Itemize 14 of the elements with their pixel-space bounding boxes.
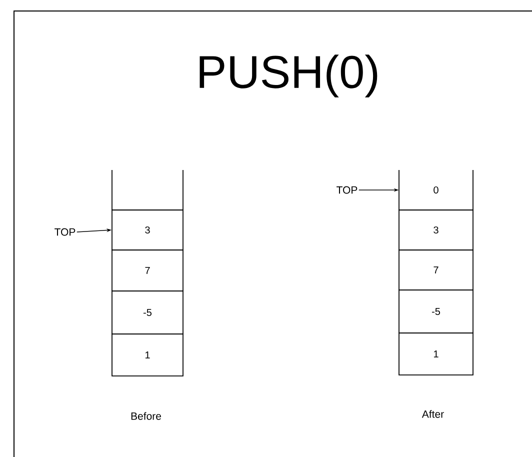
stack-cell: 7 xyxy=(398,250,474,290)
stack-caption: After xyxy=(422,410,444,418)
stack-cell: 0 xyxy=(398,170,474,210)
pointer-label: TOP xyxy=(54,228,76,236)
title: PUSH(0) xyxy=(200,54,378,98)
stack-caption: Before xyxy=(131,412,161,420)
stack-cell: 3 xyxy=(398,210,474,250)
stack-cell: 7 xyxy=(112,250,184,292)
stack-cell: 3 xyxy=(112,210,184,250)
pointer-label: TOP xyxy=(336,186,358,194)
stack-cell: -5 xyxy=(398,290,474,334)
stack-cell: 1 xyxy=(398,332,474,376)
stack-cell: 1 xyxy=(112,334,184,376)
stack-cell: -5 xyxy=(112,290,184,334)
